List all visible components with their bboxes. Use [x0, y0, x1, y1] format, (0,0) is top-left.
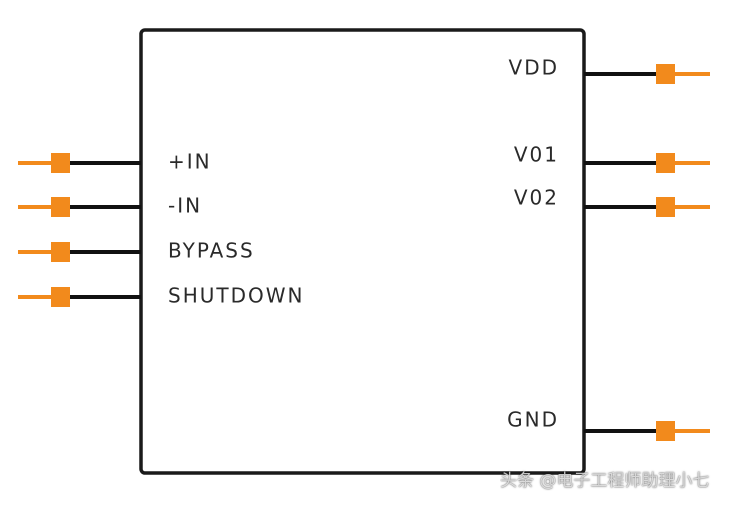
right-pin-vdd: VDD: [509, 56, 710, 84]
left-pin-shutdown-pad: [51, 287, 70, 307]
pin-label-shutdown: SHUTDOWN: [168, 284, 304, 308]
pin-label-gnd: GND: [507, 408, 559, 432]
left-pin-plus-in-pad: [51, 153, 70, 173]
left-pin-shutdown: SHUTDOWN: [18, 284, 304, 308]
pin-label-bypass: BYPASS: [168, 239, 255, 263]
right-pin-gnd: GND: [507, 408, 710, 441]
right-pin-vo2: V02: [514, 186, 710, 217]
right-pin-vo2-pad: [656, 197, 675, 217]
right-pin-vo1-pad: [656, 153, 675, 173]
left-pin-minus-in: -IN: [18, 194, 202, 218]
pin-label-vdd: VDD: [509, 56, 559, 80]
right-pin-gnd-pad: [656, 421, 675, 441]
right-pin-vdd-pad: [656, 64, 675, 84]
left-pin-minus-in-pad: [51, 197, 70, 217]
left-pin-plus-in: +IN: [18, 150, 212, 174]
pin-label-plus-in: +IN: [168, 150, 212, 174]
source-watermark: 头条 @电子工程师助理小七: [500, 471, 710, 491]
pin-label-vo1: V01: [514, 143, 559, 167]
pin-label-vo2: V02: [514, 186, 559, 210]
left-pin-bypass-pad: [51, 242, 70, 262]
pin-label-minus-in: -IN: [168, 194, 202, 218]
right-pin-vo1: V01: [514, 143, 710, 173]
left-pin-bypass: BYPASS: [18, 239, 255, 263]
